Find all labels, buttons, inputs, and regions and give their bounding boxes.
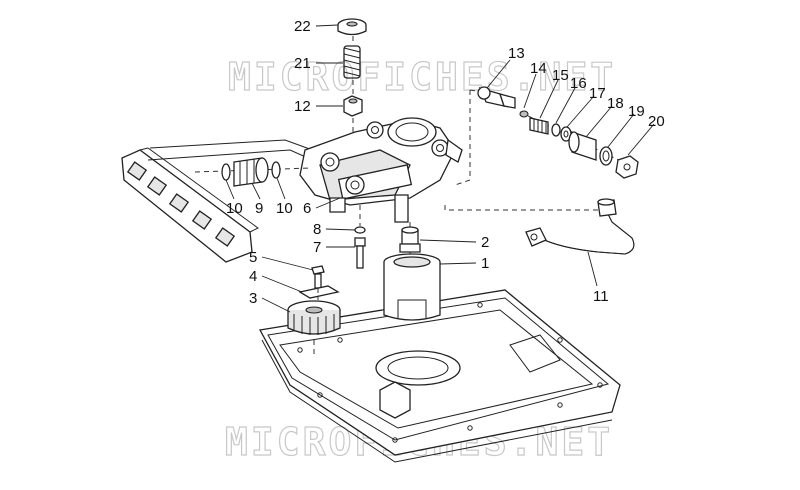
callout-17: 17 bbox=[589, 85, 606, 102]
callout-4: 4 bbox=[249, 268, 257, 285]
callout-10-left: 10 bbox=[226, 200, 243, 217]
callout-14: 14 bbox=[530, 60, 547, 77]
part-13-banjo-fitting bbox=[477, 86, 516, 109]
part-15-spring bbox=[529, 117, 549, 135]
part-21-spring bbox=[343, 45, 361, 79]
callout-13: 13 bbox=[508, 45, 525, 62]
part-9-valve-sleeve bbox=[233, 157, 269, 187]
part-10-oring-right bbox=[271, 161, 281, 179]
part-20-plug bbox=[615, 155, 639, 179]
callout-16: 16 bbox=[570, 75, 587, 92]
part-4-plate bbox=[298, 285, 340, 299]
part-5-screw bbox=[311, 265, 325, 289]
part-3-strainer bbox=[287, 300, 341, 335]
oil-pan bbox=[258, 289, 621, 463]
callout-10-right: 10 bbox=[276, 200, 293, 217]
crankcase-rail bbox=[121, 139, 341, 263]
part-19-oring bbox=[599, 146, 613, 166]
callout-7: 7 bbox=[313, 239, 321, 256]
part-10-oring-left bbox=[221, 163, 231, 181]
callout-20: 20 bbox=[648, 113, 665, 130]
part-11-oil-pipe bbox=[525, 198, 635, 255]
callout-9: 9 bbox=[255, 200, 263, 217]
callout-5: 5 bbox=[249, 249, 257, 266]
part-18-sleeve bbox=[568, 131, 597, 161]
part-16-washer bbox=[551, 123, 561, 137]
part-2-nipple bbox=[399, 226, 421, 253]
callout-8: 8 bbox=[313, 221, 321, 238]
watermark-top: MICROFICHES.NET bbox=[228, 55, 616, 99]
part-12-nut bbox=[343, 95, 363, 117]
part-8-washer bbox=[354, 226, 366, 234]
part-7-bolt bbox=[354, 237, 366, 269]
part-22-cap bbox=[337, 18, 367, 36]
callout-22: 22 bbox=[294, 18, 311, 35]
callout-11: 11 bbox=[593, 288, 609, 305]
part-1-oil-filter bbox=[383, 253, 441, 321]
callout-15: 15 bbox=[552, 67, 569, 84]
callout-21: 21 bbox=[294, 55, 311, 72]
callout-2: 2 bbox=[481, 234, 489, 251]
callout-3: 3 bbox=[249, 290, 257, 307]
callout-19: 19 bbox=[628, 103, 645, 120]
callout-6: 6 bbox=[303, 200, 311, 217]
oil-pump-body bbox=[299, 117, 463, 223]
callout-1: 1 bbox=[481, 255, 489, 272]
callout-18: 18 bbox=[607, 95, 624, 112]
callout-12: 12 bbox=[294, 98, 311, 115]
part-14-pin bbox=[519, 110, 529, 118]
